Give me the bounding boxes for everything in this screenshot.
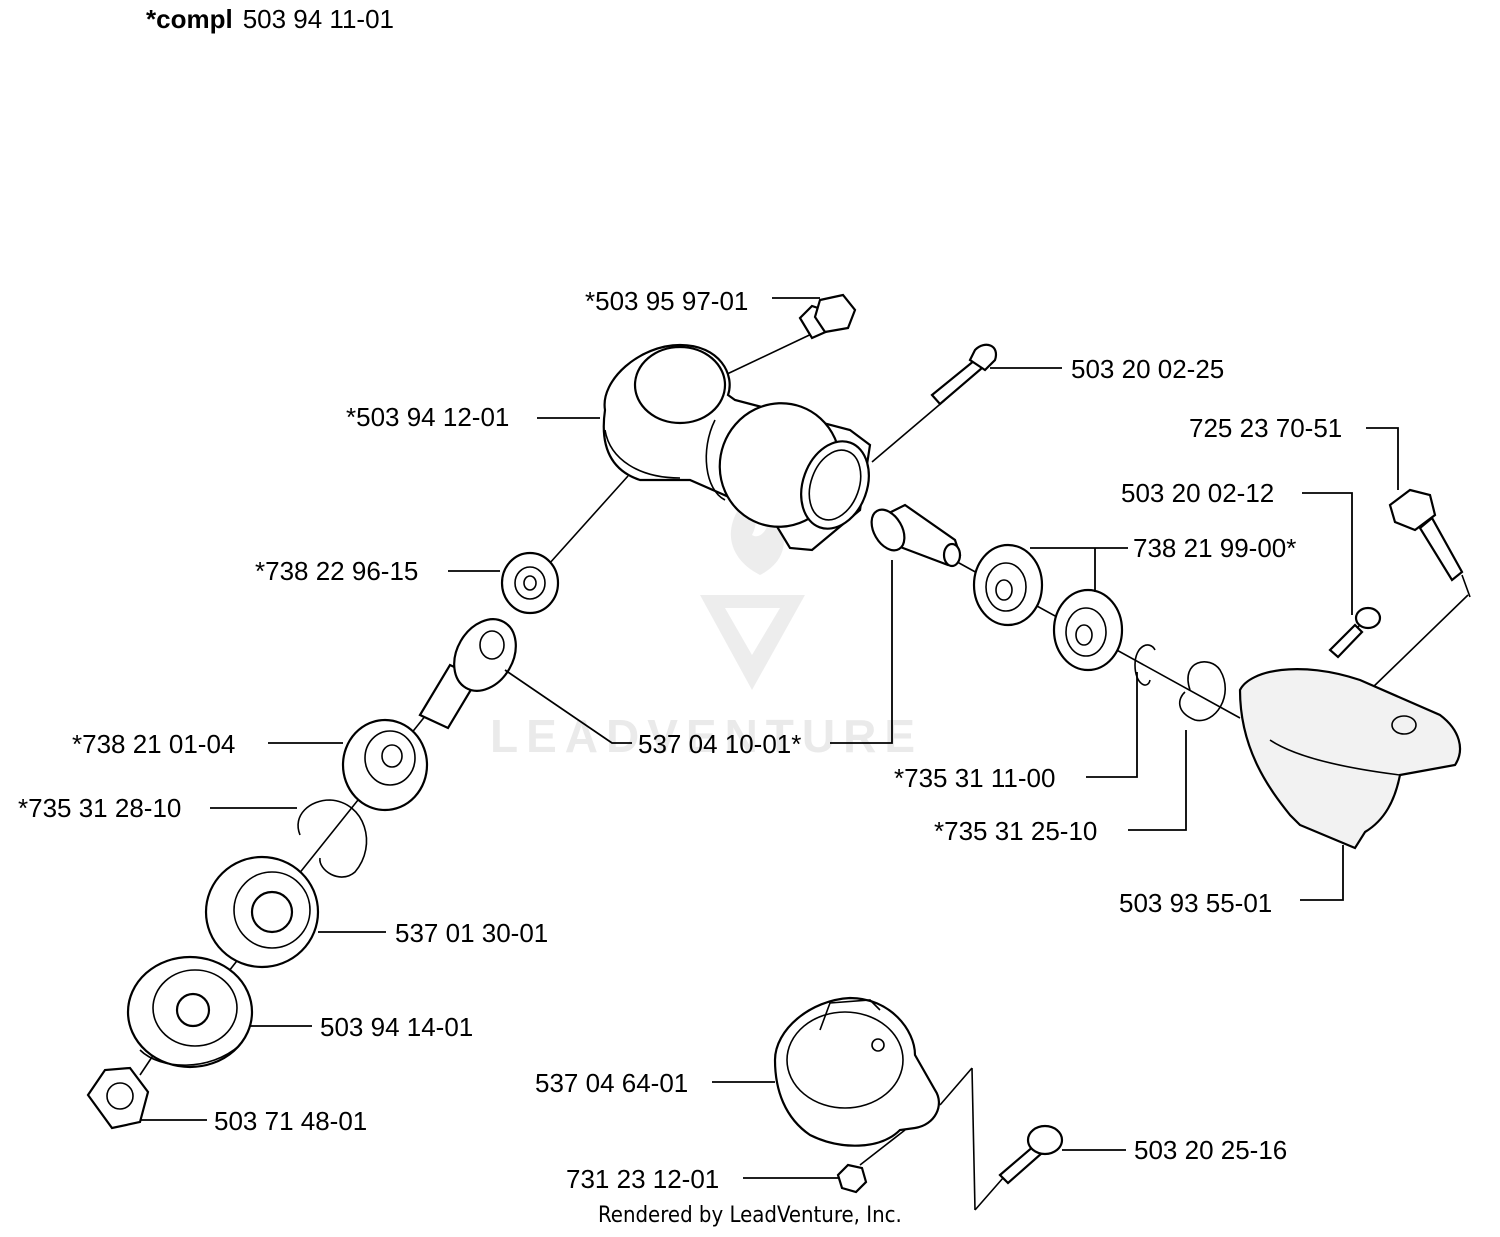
label-735-31-28-10: *735 31 28-10	[18, 793, 181, 823]
clamp-nut	[836, 1163, 868, 1194]
label-725-23-70-51: 725 23 70-51	[1189, 413, 1342, 443]
label-738-22-96-15: *738 22 96-15	[255, 556, 418, 586]
label-731-23-12-01: 731 23 12-01	[566, 1164, 719, 1194]
assembly-header: *compl 503 94 11-01	[146, 4, 394, 34]
label-735-31-11-00: *735 31 11-00	[894, 763, 1055, 793]
protective-guard	[1238, 668, 1462, 850]
housing-bolt	[798, 293, 857, 340]
bearing-upper	[972, 543, 1044, 627]
label-503-94-12-01: *503 94 12-01	[346, 402, 509, 432]
gear-housing	[602, 343, 872, 552]
label-738-21-99-00: 738 21 99-00*	[1133, 533, 1296, 563]
label-503-20-02-12: 503 20 02-12	[1121, 478, 1274, 508]
guard-screw	[1328, 606, 1382, 659]
header-number: 503 94 11-01	[243, 4, 394, 34]
label-503-94-14-01: 503 94 14-01	[320, 1012, 473, 1042]
blade-nut	[86, 1066, 150, 1130]
label-503-20-25-16: 503 20 25-16	[1134, 1135, 1287, 1165]
clamp-screw	[930, 343, 998, 406]
label-503-20-02-25: 503 20 02-25	[1071, 354, 1224, 384]
label-503-71-48-01: 503 71 48-01	[214, 1106, 367, 1136]
blade-washer	[126, 955, 254, 1069]
label-735-31-25-10: *735 31 25-10	[934, 816, 1097, 846]
label-537-04-10-01: 537 04 10-01*	[638, 729, 801, 759]
output-circlip	[297, 799, 368, 878]
label-503-95-97-01: *503 95 97-01	[585, 286, 748, 316]
output-bearing	[341, 718, 429, 812]
watermark-text: LEADVENTURE	[490, 710, 923, 762]
shaft-clamp	[773, 996, 941, 1147]
header-prefix: *compl	[146, 4, 233, 34]
circlip-large	[1179, 661, 1226, 722]
label-503-93-55-01: 503 93 55-01	[1119, 888, 1272, 918]
bevel-gear	[418, 618, 517, 730]
watermark-logo: LEADVENTURE	[490, 500, 923, 762]
pinion-gear	[870, 503, 962, 568]
guard-bolt	[1388, 488, 1464, 582]
label-537-01-30-01: 537 01 30-01	[395, 918, 548, 948]
part-number-labels: *503 95 97-01 503 20 02-25 *503 94 12-01…	[18, 286, 1342, 1194]
label-738-21-01-04: *738 21 01-04	[72, 729, 235, 759]
small-bearing	[500, 551, 560, 615]
circlip-small	[1134, 644, 1156, 686]
leader-lines	[140, 297, 1399, 1179]
render-credit: Rendered by LeadVenture, Inc.	[598, 1203, 902, 1228]
support-cup	[204, 855, 320, 969]
bearing-lower	[1052, 588, 1124, 672]
clamp-bolt	[998, 1124, 1064, 1185]
label-537-04-64-01: 537 04 64-01	[535, 1068, 688, 1098]
